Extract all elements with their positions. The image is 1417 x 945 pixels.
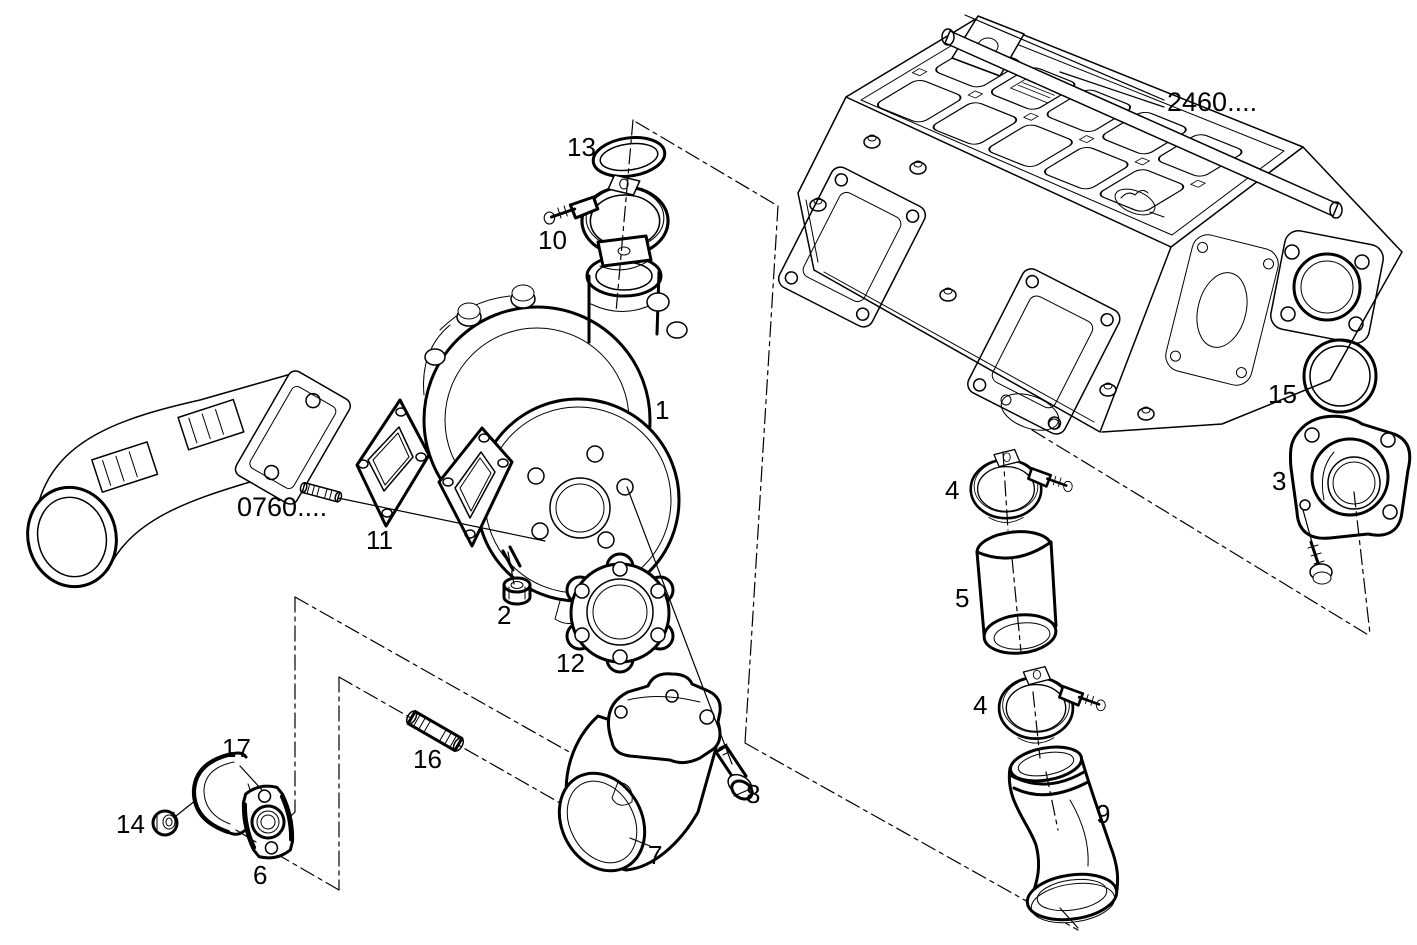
- part-label-13: 13: [567, 132, 596, 162]
- manifold-end-flange: [234, 370, 351, 505]
- axis-lines: [507, 119, 1371, 831]
- engine-brand-mark: [1114, 188, 1165, 218]
- stud-16: [405, 709, 465, 753]
- callout-layer: 123445678910111213141516172460....0760..…: [116, 87, 1297, 890]
- top-rail: [941, 28, 1343, 219]
- part-label-5: 5: [955, 583, 969, 613]
- part-label-2: 2: [497, 600, 511, 630]
- part-label-3: 3: [1272, 466, 1286, 496]
- exhaust-manifold: [26, 370, 351, 589]
- intake-port-flange: [1270, 230, 1384, 344]
- construction-lines: [263, 121, 1371, 931]
- part-label-9: 9: [1096, 799, 1110, 829]
- leader-lines: [175, 14, 1314, 929]
- hose-sleeve-5: [975, 530, 1058, 655]
- part-label-14: 14: [116, 809, 145, 839]
- part-label-4: 4: [973, 690, 987, 720]
- nut-2: [502, 576, 532, 606]
- manifold-rib-1: [91, 441, 159, 493]
- nut-14: [151, 809, 179, 837]
- elbow-hose-9: [1007, 745, 1120, 924]
- seal-ring-15: [1302, 338, 1378, 414]
- clamp-4b: [997, 665, 1107, 745]
- part-label-17: 17: [222, 733, 251, 763]
- seal-ring-13: [591, 136, 667, 178]
- part-label-7: 7: [648, 840, 662, 870]
- flange-6: [241, 784, 295, 860]
- manifold-stud: [299, 481, 343, 503]
- exhaust-port-plate-1: [777, 166, 927, 328]
- part-label-8: 8: [746, 779, 760, 809]
- part-label-16: 16: [413, 744, 442, 774]
- clamp-10: [542, 173, 670, 271]
- bolt-8: [714, 743, 754, 801]
- part-label-15: 15: [1268, 379, 1297, 409]
- engine-block: [777, 15, 1403, 435]
- manifold-rib-2: [177, 398, 245, 451]
- part-label-12: 12: [556, 648, 585, 678]
- part-label-4: 4: [945, 475, 959, 505]
- part-label-10: 10: [538, 225, 567, 255]
- reference-label-2460: 2460....: [1167, 87, 1257, 117]
- part-label-1: 1: [655, 395, 669, 425]
- turbocharger-1: [422, 254, 688, 624]
- charge-air-port: [1000, 393, 1060, 431]
- turbine-outlet-gasket-12: [565, 552, 675, 674]
- reference-label-0760: 0760....: [237, 492, 327, 522]
- exhaust-port-plate-2: [967, 268, 1121, 435]
- cylinder-deck-openings: [876, 45, 1243, 212]
- turbo-inlet-flange: [437, 426, 514, 548]
- clamp-17: [191, 751, 252, 836]
- turbo-inlet-gasket-11: [355, 398, 431, 528]
- part-label-11: 11: [366, 525, 393, 555]
- connector-3: [1288, 414, 1412, 585]
- outlet-elbow-7: [557, 672, 722, 873]
- end-gasket-plate: [1165, 234, 1279, 386]
- part-label-6: 6: [253, 860, 267, 890]
- clamp-4a: [969, 448, 1074, 524]
- block-bolts: [809, 134, 1155, 421]
